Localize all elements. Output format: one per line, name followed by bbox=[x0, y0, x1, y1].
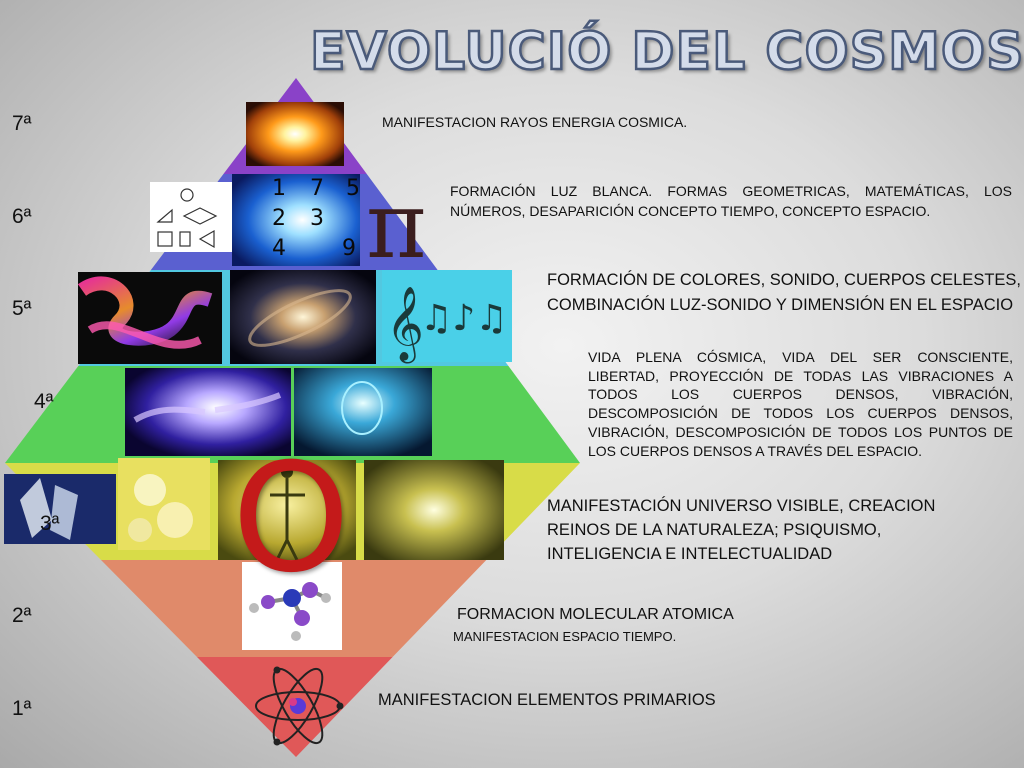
description-level-3-line-3: INTELIGENCIA E INTELECTUALIDAD bbox=[547, 545, 833, 563]
number-2: 2 bbox=[272, 206, 286, 231]
description-level-5-line-1: FORMACIÓN DE COLORES, SONIDO, CUERPOS CE… bbox=[547, 271, 1021, 289]
description-level-1: MANIFESTACION ELEMENTOS PRIMARIOS bbox=[378, 691, 716, 709]
level-label-1: 1ª bbox=[12, 697, 32, 720]
geometry-shapes-image bbox=[150, 182, 232, 252]
description-level-4: VIDA PLENA CÓSMICA, VIDA DEL SER CONSCIE… bbox=[588, 349, 1013, 459]
number-3: 3 bbox=[310, 206, 324, 231]
level-label-2: 2ª bbox=[12, 604, 32, 627]
description-level-5-line-2: COMBINACIÓN LUZ-SONIDO Y DIMENSIÓN EN EL… bbox=[547, 296, 1014, 314]
number-5: 5 bbox=[346, 176, 360, 201]
music-notes-image: 𝄞 ♫♪♫ bbox=[382, 270, 512, 364]
numbers-light-image bbox=[232, 174, 360, 266]
level-label-3: 3ª bbox=[40, 512, 60, 535]
description-level-6: FORMACIÓN LUZ BLANCA. FORMAS GEOMETRICAS… bbox=[450, 183, 1012, 219]
orchid-flower-image bbox=[118, 458, 210, 550]
pi-symbol: π bbox=[366, 172, 427, 279]
hands-light-image bbox=[125, 368, 291, 456]
number-7: 7 bbox=[310, 176, 324, 201]
page-title: EVOLUCIÓ DEL COSMOS bbox=[309, 21, 1024, 84]
number-1: 1 bbox=[272, 176, 286, 201]
band-green bbox=[5, 366, 580, 463]
description-level-2-line-2: MANIFESTACION ESPACIO TIEMPO. bbox=[453, 629, 677, 644]
crystal-image bbox=[4, 474, 116, 544]
number-4: 4 bbox=[272, 236, 286, 261]
level-label-5: 5ª bbox=[12, 297, 32, 320]
svg-text:♫♪♫: ♫♪♫ bbox=[420, 298, 508, 339]
description-level-3-line-2: REINOS DE LA NATURALEZA; PSIQUISMO, bbox=[547, 521, 882, 539]
description-level-3-line-1: MANIFESTACIÓN UNIVERSO VISIBLE, CREACION bbox=[547, 497, 936, 515]
description-level-7: MANIFESTACION RAYOS ENERGIA COSMICA. bbox=[382, 114, 688, 130]
cosmic-ray-image bbox=[246, 102, 344, 166]
colorful-smoke-image bbox=[77, 272, 222, 364]
head-energy-image bbox=[294, 368, 432, 456]
number-9: 9 bbox=[342, 236, 356, 261]
level-label-4: 4ª bbox=[34, 390, 54, 413]
vitruvian-man-image bbox=[218, 460, 356, 561]
galaxy-image bbox=[230, 270, 376, 364]
atom-image bbox=[255, 666, 344, 746]
description-level-2-line-1: FORMACION MOLECULAR ATOMICA bbox=[457, 606, 734, 623]
molecule-image bbox=[242, 562, 342, 650]
spiral-galaxy-image bbox=[364, 460, 504, 560]
level-label-6: 6ª bbox=[12, 205, 32, 228]
level-label-7: 7ª bbox=[12, 112, 32, 135]
svg-text:𝄞: 𝄞 bbox=[386, 287, 424, 364]
big-o-symbol: O bbox=[232, 432, 351, 606]
